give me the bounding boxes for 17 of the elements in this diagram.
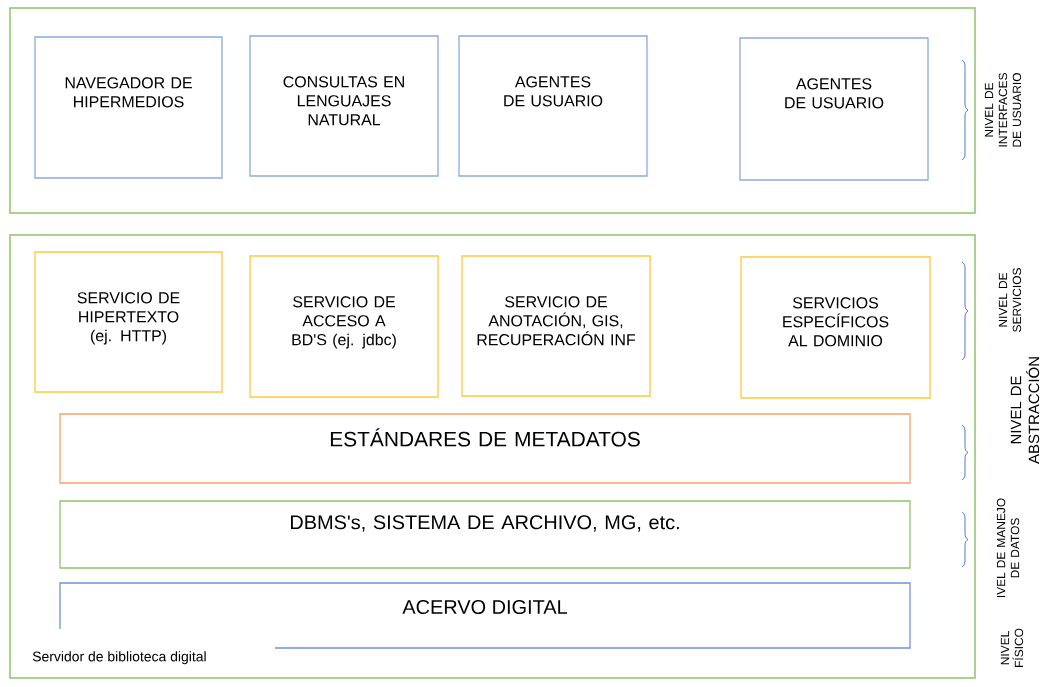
level-label: IVEL DE MANEJO DE DATOS (996, 498, 1020, 598)
process-box: CONSULTAS EN LENGUAJES NATURAL (249, 35, 439, 177)
process-box: SERVICIOS ESPECÍFICOS AL DOMINIO (740, 256, 931, 399)
process-box: SERVICIO DE ACCESO A BD'S (ej. jdbc) (249, 255, 439, 398)
level-label: NIVEL FÍSICO (1000, 628, 1024, 667)
level-label: NIVEL DE SERVICIOS (998, 268, 1022, 332)
level-label: NIVEL DE ABSTRACCIÓN (1010, 357, 1040, 464)
layer-bar: ESTÁNDARES DE METADATOS (59, 413, 911, 484)
process-box: NAVEGADOR DE HIPERMEDIOS (34, 36, 223, 179)
level-label: NIVEL DE INTERFACES DE USUARIO (984, 73, 1022, 147)
panel (9, 7, 976, 214)
process-box: SERVICIO DE HIPERTEXTO (ej. HTTP) (34, 251, 223, 393)
layer-bar: DBMS's, SISTEMA DE ARCHIVO, MG, etc. (59, 500, 911, 569)
layer-bar: ACERVO DIGITAL (59, 582, 911, 649)
process-box: SERVICIO DE ANOTACIÓN, GIS, RECUPERACIÓN INF (461, 255, 651, 397)
process-box: AGENTES DE USUARIO (458, 35, 648, 177)
process-box: AGENTES DE USUARIO (739, 37, 929, 181)
